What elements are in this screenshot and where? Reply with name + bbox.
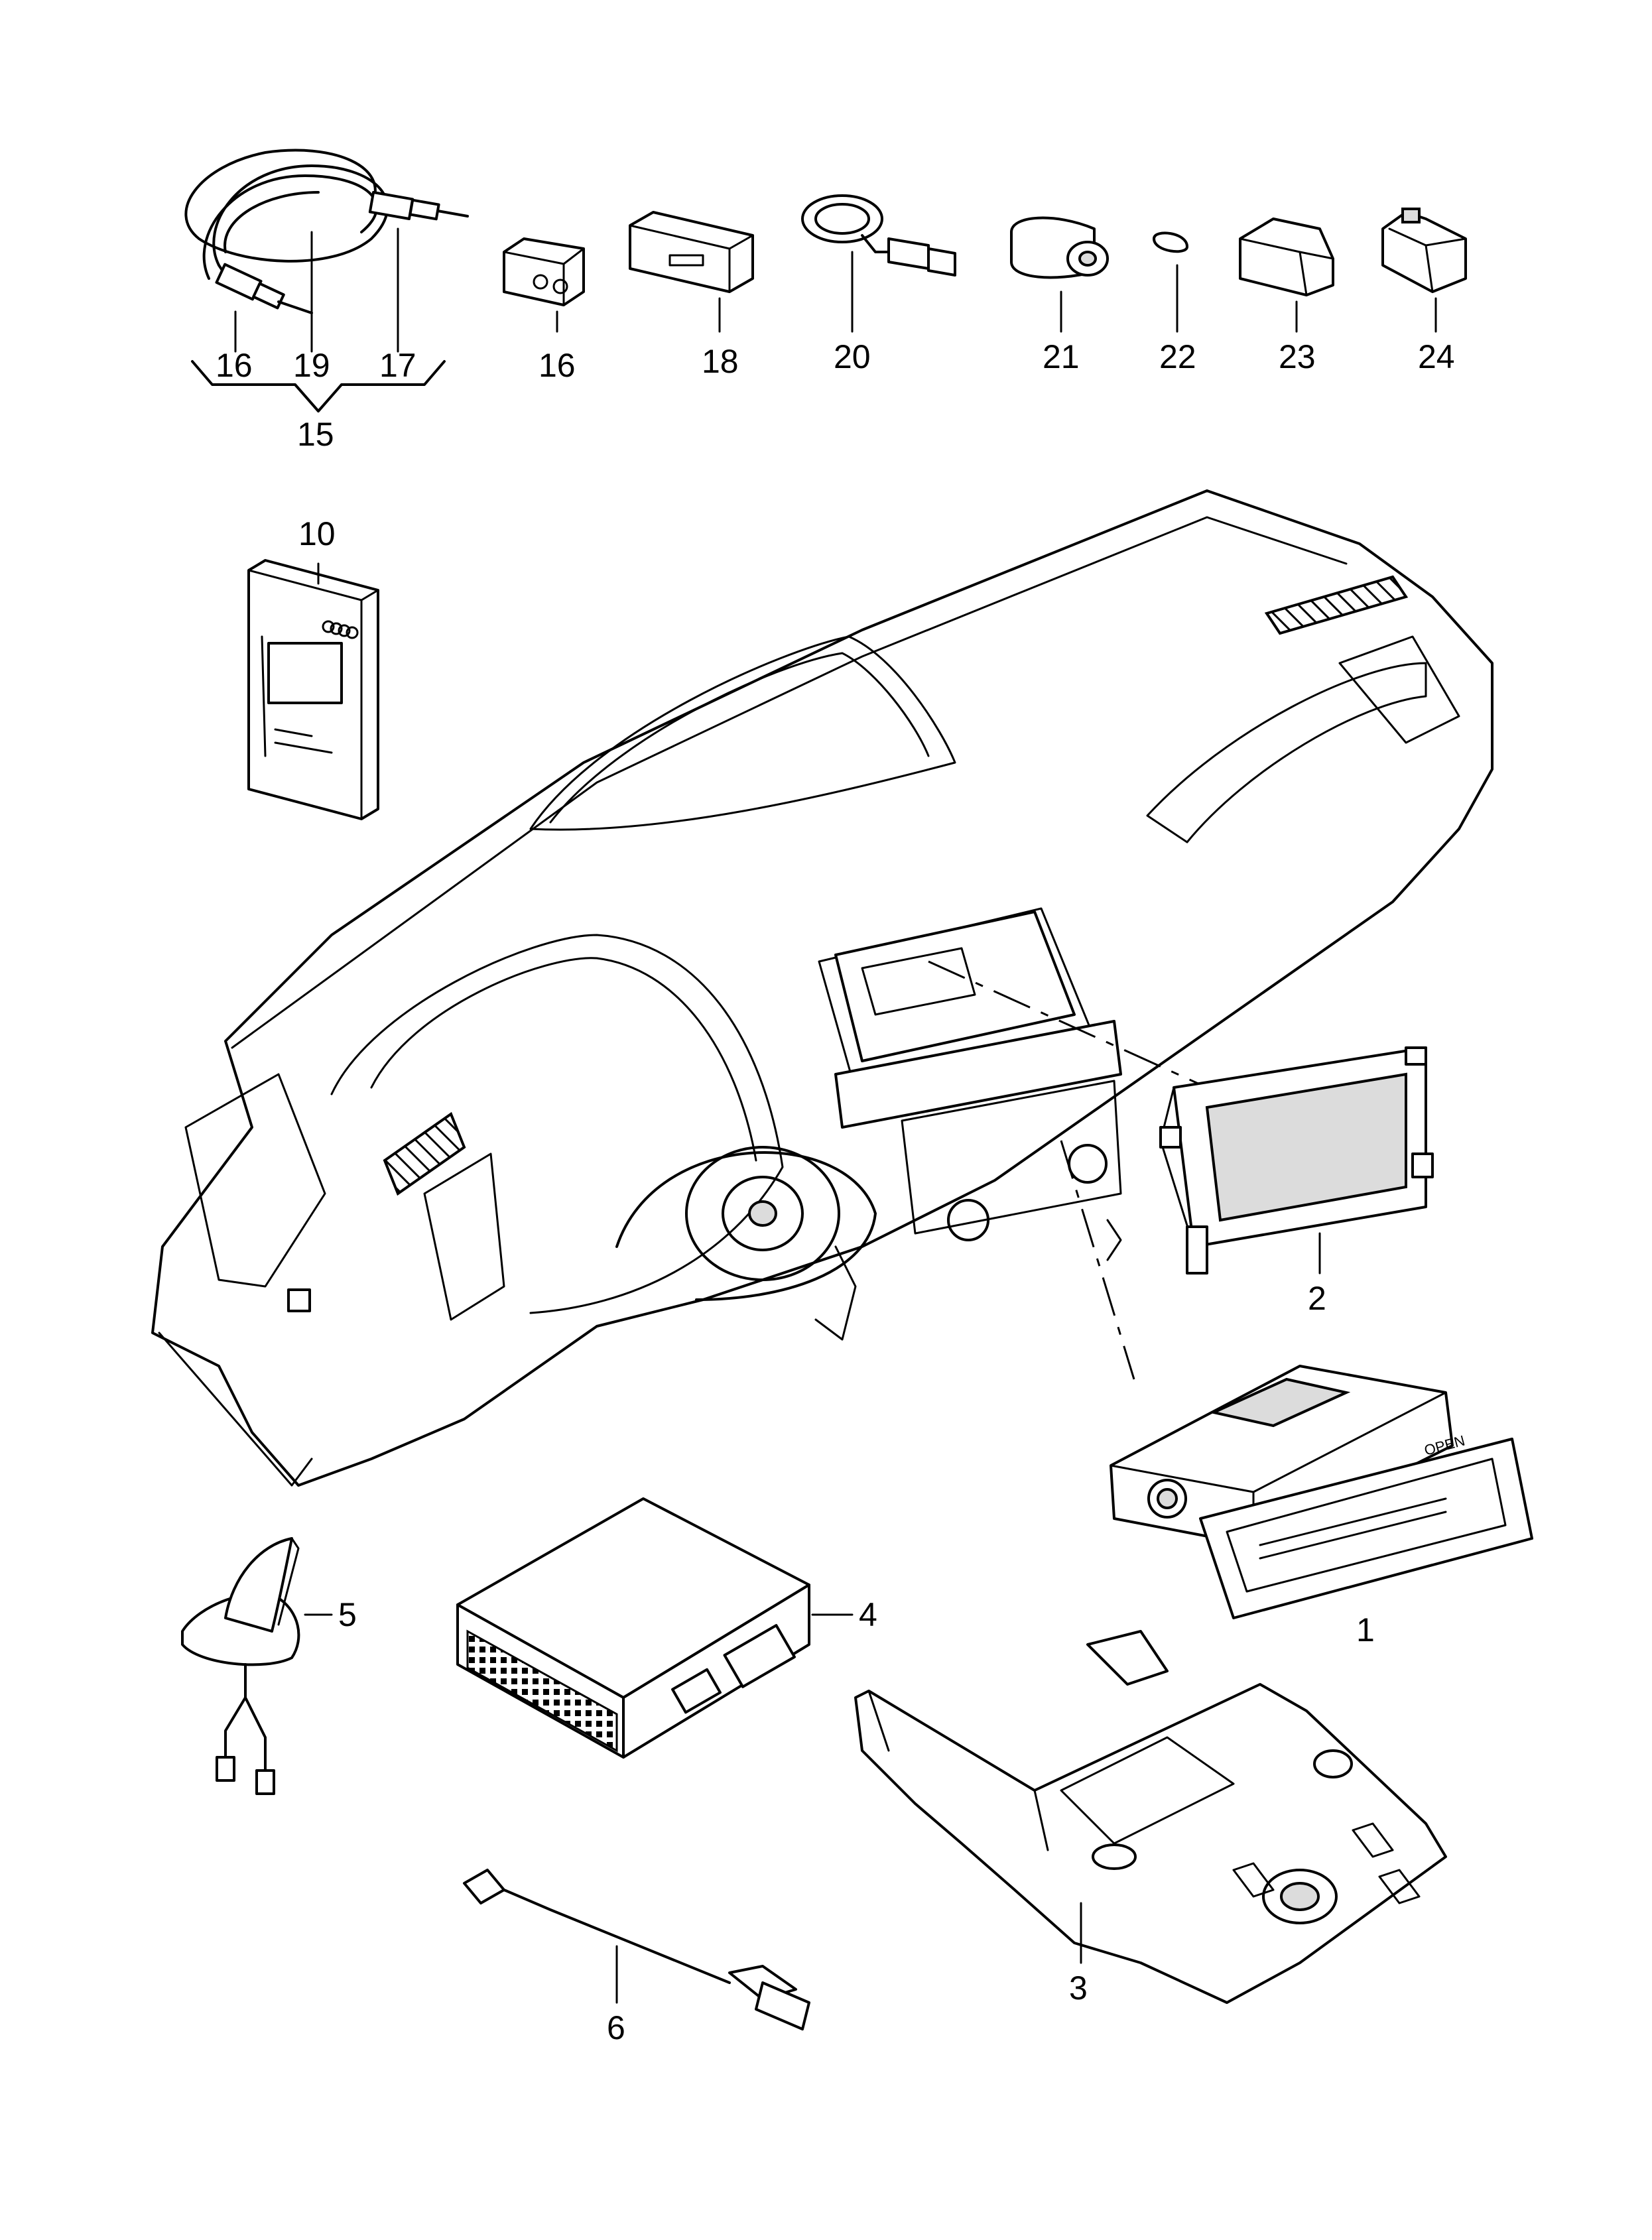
dashboard-illustration bbox=[151, 489, 1493, 1487]
ferrite-part-21 bbox=[1010, 216, 1109, 333]
cover-part-23 bbox=[1239, 218, 1334, 333]
assembly-line-radio bbox=[1060, 1140, 1135, 1380]
part-15-bracket bbox=[191, 227, 446, 412]
callout-6: 6 bbox=[607, 2009, 625, 2046]
callout-1: 1 bbox=[1356, 1611, 1375, 1649]
callout-16: 16 bbox=[539, 347, 576, 384]
callout-15: 15 bbox=[297, 416, 334, 453]
connector-part-16 bbox=[503, 237, 585, 333]
callout-labels: 16 19 17 15 16 18 20 21 22 23 24 10 2 1 … bbox=[216, 338, 1455, 2046]
manual-part-10 bbox=[247, 559, 379, 820]
callout-2: 2 bbox=[1308, 1280, 1326, 1317]
cable-coil-part-19 bbox=[184, 149, 469, 314]
callout-17: 16 bbox=[216, 347, 253, 384]
connector-housing-part-18 bbox=[629, 211, 754, 333]
callout-23: 23 bbox=[1279, 338, 1316, 375]
center-console-part-3 bbox=[854, 1630, 1447, 2004]
callout-22: 22 bbox=[1159, 338, 1196, 375]
callout-17: 17 bbox=[379, 347, 416, 384]
callout-3: 3 bbox=[1069, 1969, 1088, 2007]
callout-20: 20 bbox=[834, 338, 871, 375]
callout-10: 10 bbox=[298, 515, 336, 552]
callout-19: 19 bbox=[293, 347, 330, 384]
radio-unit-part-1: OPEN bbox=[1110, 1365, 1533, 1619]
display-unit-part-2 bbox=[1159, 1046, 1434, 1275]
plug-part-22 bbox=[1153, 231, 1188, 333]
callout-18: 18 bbox=[702, 343, 739, 380]
antenna-cable-part-6 bbox=[463, 1869, 810, 2030]
control-unit-part-4 bbox=[456, 1497, 854, 1759]
holder-part-24 bbox=[1381, 208, 1467, 333]
four-rings-logo bbox=[322, 620, 359, 639]
assembly-line-display bbox=[928, 960, 1208, 1089]
roof-antenna-part-5 bbox=[181, 1537, 333, 1795]
callout-5: 5 bbox=[338, 1596, 357, 1633]
antenna-ring-part-20 bbox=[801, 194, 956, 333]
callout-4: 4 bbox=[859, 1596, 877, 1633]
callout-21: 21 bbox=[1043, 338, 1080, 375]
callout-24: 24 bbox=[1418, 338, 1455, 375]
